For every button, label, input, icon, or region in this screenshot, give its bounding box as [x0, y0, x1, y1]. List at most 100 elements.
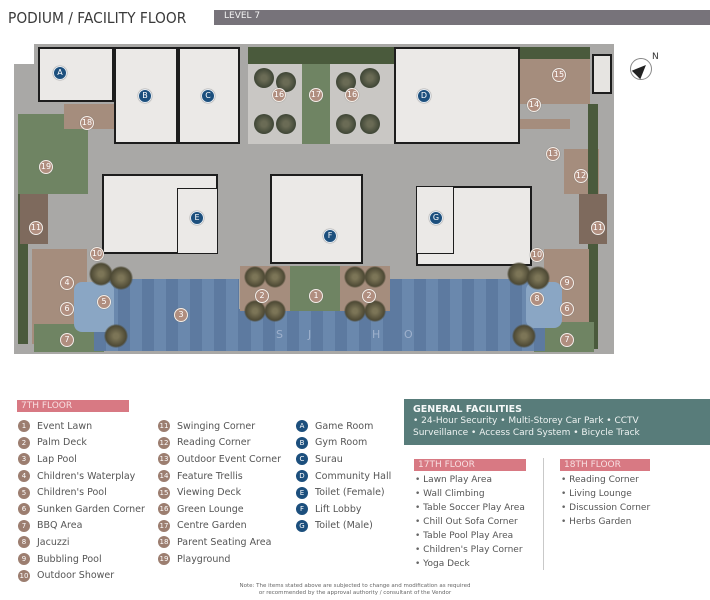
marker-7[interactable]: 7: [60, 333, 74, 347]
list-item: Lawn Play Area: [415, 473, 525, 487]
marker-16[interactable]: 16: [272, 88, 286, 102]
tree: [276, 114, 296, 134]
marker-1[interactable]: 1: [309, 289, 323, 303]
tree: [360, 114, 380, 134]
general-facilities-line: Surveillance • Access Card System • Bicy…: [413, 428, 640, 438]
marker-e[interactable]: E: [190, 211, 204, 225]
level-bar: LEVEL 7: [214, 10, 710, 25]
legend-label: Gym Room: [315, 437, 368, 449]
legend-label: Swinging Corner: [177, 420, 256, 432]
marker-16[interactable]: 16: [345, 88, 359, 102]
legend-label: Parent Seating Area: [177, 536, 272, 548]
marker-6[interactable]: 6: [560, 302, 574, 316]
marker-14[interactable]: 14: [527, 98, 541, 112]
marker-13[interactable]: 13: [546, 147, 560, 161]
palm-tree: [244, 266, 266, 288]
list-item: Living Lounge: [561, 487, 650, 501]
centre-garden: [302, 64, 330, 144]
palm-tree: [344, 266, 366, 288]
number-badge: 3: [18, 453, 30, 466]
marker-10[interactable]: 10: [90, 247, 104, 261]
floor-plan: S J H O A B C D E F G 1 2 2 3 4 5 6 7 8 …: [14, 44, 614, 354]
list-item: Chill Out Sofa Corner: [415, 515, 525, 529]
letter-badge: E: [296, 486, 308, 499]
marker-g[interactable]: G: [429, 211, 443, 225]
number-badge: 14: [158, 470, 170, 483]
number-badge: 9: [18, 553, 30, 566]
hedge-left: [18, 194, 28, 344]
legend-label: Children's Waterplay: [37, 470, 136, 482]
marker-11[interactable]: 11: [29, 221, 43, 235]
legend-label: Bubbling Pool: [37, 553, 102, 565]
number-badge: 7: [18, 519, 30, 532]
legend-item: 3 Lap Pool: [18, 451, 145, 468]
list-item: Reading Corner: [561, 473, 650, 487]
marker-15[interactable]: 15: [552, 68, 566, 82]
marker-b[interactable]: B: [138, 89, 152, 103]
compass-north-label: N: [652, 52, 659, 62]
marker-8[interactable]: 8: [530, 292, 544, 306]
lift-lobby-block: [270, 174, 363, 264]
disclaimer-note: Note: The items stated above are subject…: [200, 583, 510, 597]
marker-d[interactable]: D: [417, 89, 431, 103]
tree: [276, 72, 296, 92]
marker-12[interactable]: 12: [574, 169, 588, 183]
marker-5[interactable]: 5: [97, 295, 111, 309]
swinging-corner-deck-right: [579, 194, 607, 244]
marker-18[interactable]: 18: [80, 116, 94, 130]
watermark-letter: H: [372, 328, 381, 341]
marker-10[interactable]: 10: [530, 248, 544, 262]
marker-9[interactable]: 9: [560, 276, 574, 290]
legend-label: Green Lounge: [177, 503, 244, 515]
marker-2[interactable]: 2: [362, 289, 376, 303]
legend-label: Community Hall: [315, 470, 392, 482]
legend-item: 9 Bubbling Pool: [18, 551, 145, 568]
general-facilities-line: • 24-Hour Security • Multi-Storey Car Pa…: [413, 416, 639, 426]
letter-badge: D: [296, 470, 308, 483]
feature-trellis: [520, 119, 570, 129]
marker-17[interactable]: 17: [309, 88, 323, 102]
marker-a[interactable]: A: [53, 66, 67, 80]
legend-label: Viewing Deck: [177, 487, 242, 499]
legend-label: Lap Pool: [37, 453, 77, 465]
marker-19[interactable]: 19: [39, 160, 53, 174]
list-item: Children's Play Corner: [415, 543, 525, 557]
marker-6[interactable]: 6: [60, 302, 74, 316]
marker-3[interactable]: 3: [174, 308, 188, 322]
compass-icon: [630, 58, 652, 80]
list-item: Table Soccer Play Area: [415, 501, 525, 515]
seventh-floor-heading: 7TH FLOOR: [17, 400, 129, 412]
legend-label: Event Lawn: [37, 420, 93, 432]
marker-7[interactable]: 7: [560, 333, 574, 347]
palm-tree: [104, 324, 128, 348]
number-badge: 15: [158, 486, 170, 499]
marker-f[interactable]: F: [323, 229, 337, 243]
legend-label: Centre Garden: [177, 520, 247, 532]
marker-11[interactable]: 11: [591, 221, 605, 235]
list-item: Yoga Deck: [415, 557, 525, 571]
legend-label: Palm Deck: [37, 437, 87, 449]
marker-2[interactable]: 2: [255, 289, 269, 303]
stair-right: [592, 54, 612, 94]
event-lawn: [290, 266, 340, 311]
palm-tree: [264, 300, 286, 322]
tree: [254, 114, 274, 134]
list-item: Wall Climbing: [415, 487, 525, 501]
marker-c[interactable]: C: [201, 89, 215, 103]
marker-4[interactable]: 4: [60, 276, 74, 290]
number-badge: 13: [158, 453, 170, 466]
letter-badge: C: [296, 453, 308, 466]
